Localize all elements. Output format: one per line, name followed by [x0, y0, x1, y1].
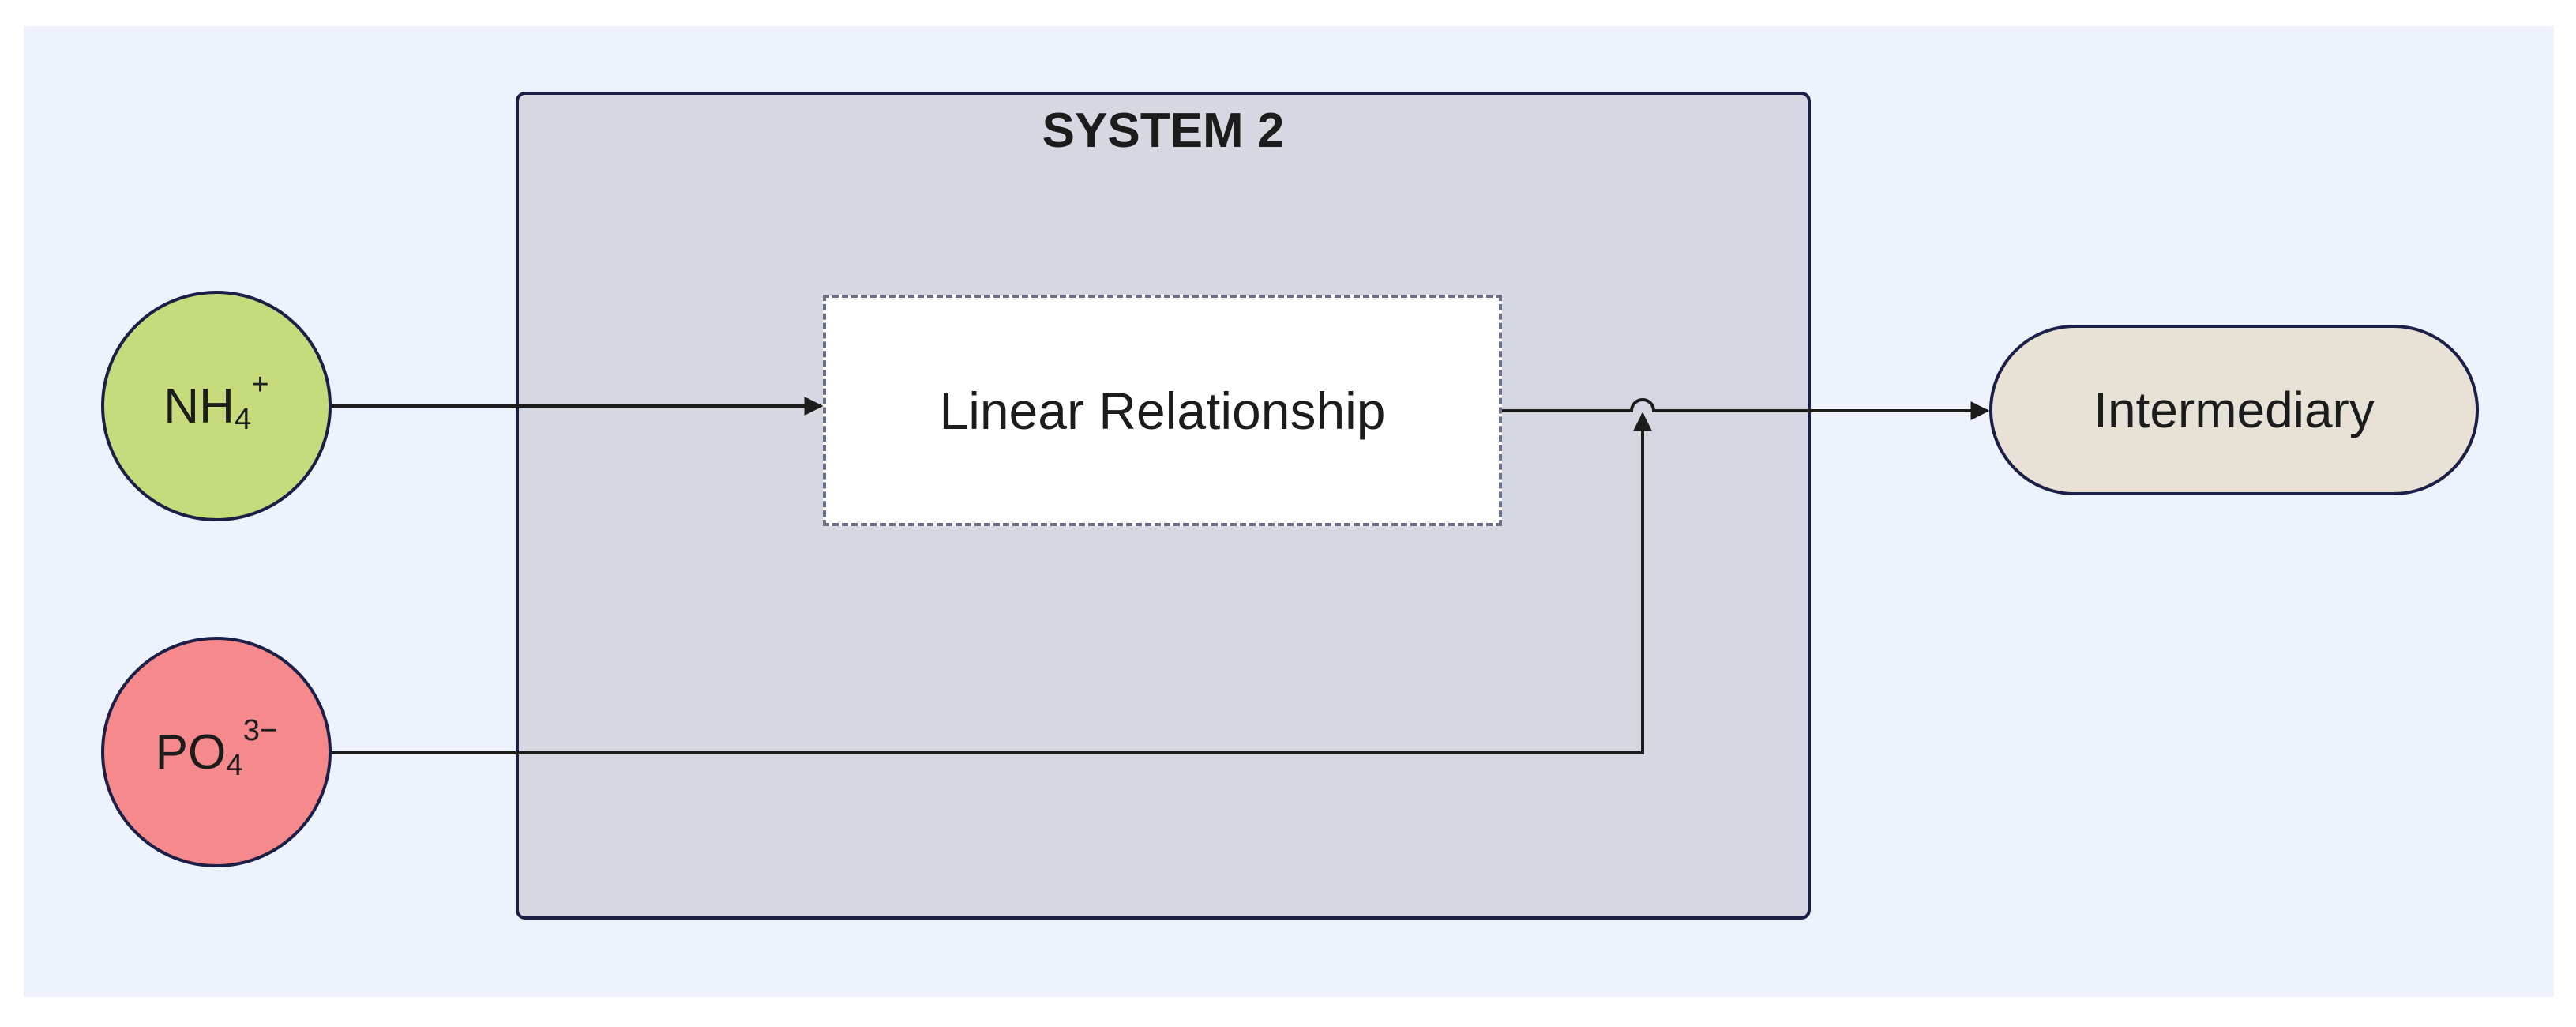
linear-relationship-label: Linear Relationship [939, 381, 1386, 440]
system-title: SYSTEM 2 [1042, 103, 1285, 158]
intermediary-node: Intermediary [1989, 325, 2479, 495]
edge-po4-to-junction [332, 412, 1652, 754]
po4-superscript: 3− [242, 713, 278, 748]
po4-base: PO [155, 724, 227, 780]
linear-relationship-box: Linear Relationship [823, 295, 1502, 526]
intermediary-label: Intermediary [2093, 382, 2375, 438]
nh4-superscript: + [251, 367, 269, 402]
nh4-subscript: 4 [234, 402, 252, 437]
nh4-base: NH [163, 378, 235, 434]
edge-relationship-to-intermediary [1502, 398, 1990, 420]
po4-subscript: 4 [226, 748, 243, 783]
